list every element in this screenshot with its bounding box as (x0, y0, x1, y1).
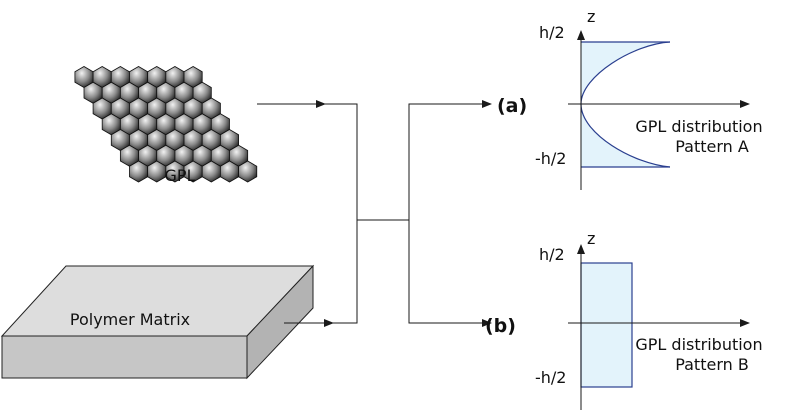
pattern-b-caption-line1: GPL distribution (635, 335, 762, 354)
matrix-front-face (1, 335, 248, 379)
branch-a-arrow (408, 100, 492, 220)
case-a-label: (a) (497, 95, 527, 117)
pattern-b-z-label: z (587, 229, 595, 248)
polymer-matrix-block (0, 264, 315, 380)
connector-lines (257, 100, 492, 327)
matrix-side-face (246, 264, 314, 380)
pattern-a-top-label: h/2 (539, 23, 565, 42)
pattern-a-plot: z h/2 -h/2 GPL distribution Pattern A (535, 7, 763, 190)
pattern-b-plot: z h/2 -h/2 GPL distribution Pattern B (535, 229, 763, 410)
merge-bottom (333, 220, 358, 324)
pattern-a-caption-line2: Pattern A (675, 137, 749, 156)
gpl-hexagon-sheet (74, 66, 258, 183)
pattern-a-caption-line1: GPL distribution (635, 117, 762, 136)
pattern-a-fill-region (581, 42, 670, 167)
pattern-b-uniform-rect (580, 262, 633, 388)
pattern-b-bottom-label: -h/2 (535, 368, 566, 387)
case-b-label: (b) (485, 315, 516, 337)
pattern-a-z-label: z (587, 7, 595, 26)
pattern-a-bottom-label: -h/2 (535, 149, 566, 168)
pattern-b-caption-line2: Pattern B (675, 355, 749, 374)
merge-top (325, 103, 358, 220)
branch-b-arrow (408, 220, 492, 327)
gpl-hexagon (238, 160, 258, 183)
pattern-b-top-label: h/2 (539, 245, 565, 264)
polymer-matrix-label: Polymer Matrix (70, 310, 190, 329)
gpl-label: GPL (165, 166, 196, 185)
